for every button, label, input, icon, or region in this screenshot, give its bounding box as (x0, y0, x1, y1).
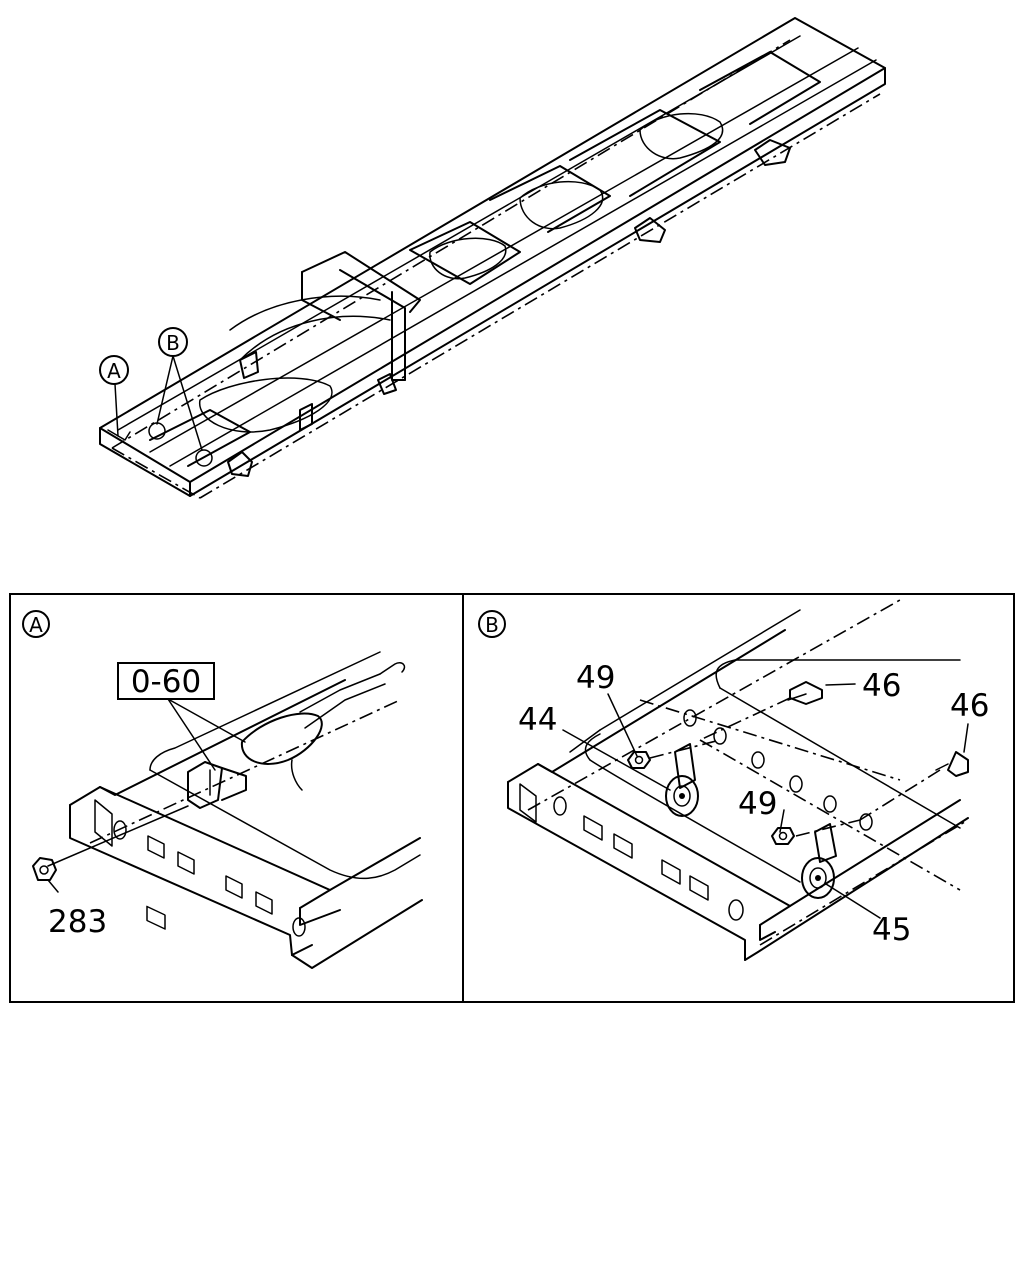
detail-panel-b: B (478, 599, 989, 961)
part-label-44: 44 (518, 702, 557, 738)
panel-a-marker: A (29, 613, 43, 637)
callout-a-circle (99, 355, 129, 385)
panel-a-marker-circle (22, 610, 50, 638)
ref-box-label: 0-60 (131, 664, 201, 700)
part-label-46-right: 46 (950, 688, 989, 724)
detail-panel-a: A 0- (22, 610, 423, 969)
part-label-283: 283 (48, 904, 107, 940)
ref-box (117, 662, 215, 700)
detail-panels-frame (9, 593, 1015, 1003)
callout-b-circle (158, 327, 188, 357)
part-label-49-upper: 49 (576, 660, 615, 696)
part-label-46-upper: 46 (862, 668, 901, 704)
callout-b-label: B (166, 331, 180, 355)
chassis-frame-overview: A B (99, 17, 886, 499)
panel-b-marker: B (485, 613, 499, 637)
part-label-45: 45 (872, 912, 911, 948)
part-label-49-lower: 49 (738, 786, 777, 822)
callout-a-label: A (107, 359, 121, 383)
panel-b-marker-circle (478, 610, 506, 638)
